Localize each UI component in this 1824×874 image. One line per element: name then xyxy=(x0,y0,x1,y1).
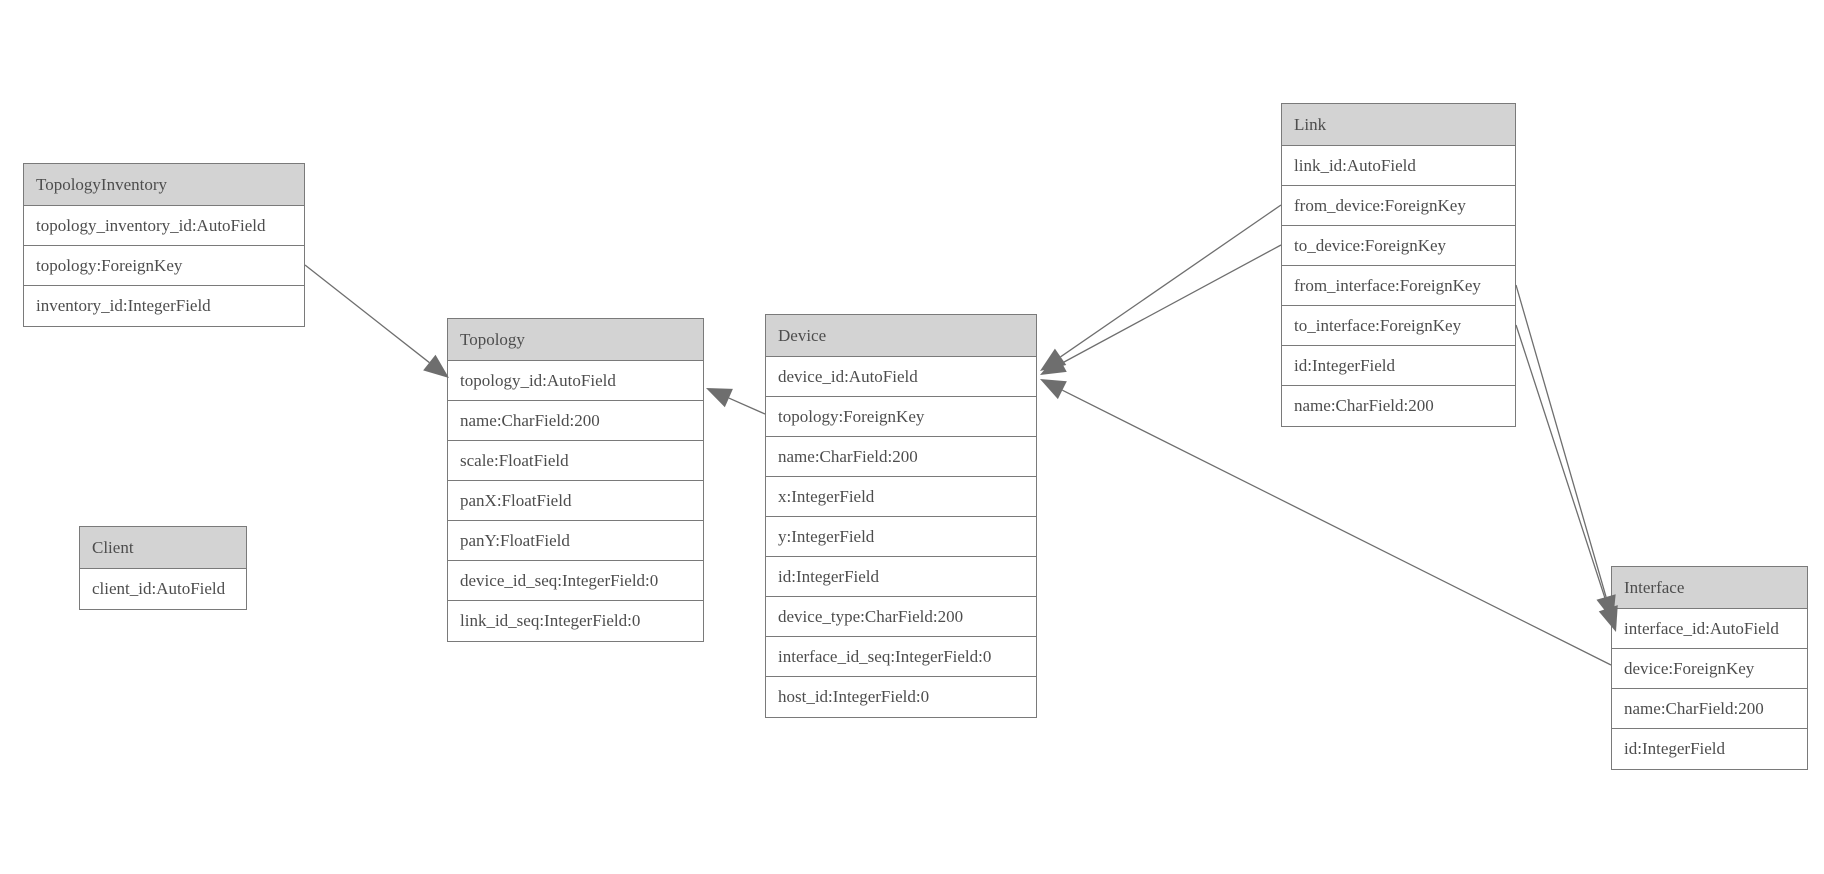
entity-client: Client client_id:AutoField xyxy=(79,526,247,610)
field-row: topology_id:AutoField xyxy=(448,361,703,401)
field-row: device_type:CharField:200 xyxy=(766,597,1036,637)
field-row: panY:FloatField xyxy=(448,521,703,561)
arrowhead-icon xyxy=(1040,354,1067,375)
field-row: link_id:AutoField xyxy=(1282,146,1515,186)
field-row: panX:FloatField xyxy=(448,481,703,521)
edge-link-from_interface-to-interface xyxy=(1515,284,1616,621)
field-row: name:CharField:200 xyxy=(1612,689,1807,729)
entity-topology-inventory: TopologyInventory topology_inventory_id:… xyxy=(23,163,305,327)
field-row: link_id_seq:IntegerField:0 xyxy=(460,611,641,630)
arrowhead-icon xyxy=(1040,379,1067,400)
field-row: x:IntegerField xyxy=(766,477,1036,517)
field-row: name:CharField:200 xyxy=(1294,396,1434,415)
entity-interface: Interface interface_id:AutoField device:… xyxy=(1611,566,1808,770)
field-row: device_id_seq:IntegerField:0 xyxy=(448,561,703,601)
field-row: device_id:AutoField xyxy=(766,357,1036,397)
edge-link-from_device-to-device xyxy=(1040,204,1282,371)
entity-title: Interface xyxy=(1612,567,1807,609)
entity-title: Device xyxy=(766,315,1036,357)
field-row: to_interface:ForeignKey xyxy=(1282,306,1515,346)
entity-title: TopologyInventory xyxy=(24,164,304,206)
field-row: interface_id_seq:IntegerField:0 xyxy=(766,637,1036,677)
edge-device-topology-to-topology xyxy=(706,388,766,415)
field-row: topology_inventory_id:AutoField xyxy=(24,206,304,246)
field-row: topology:ForeignKey xyxy=(766,397,1036,437)
field-row: to_device:ForeignKey xyxy=(1282,226,1515,266)
field-row: id:IntegerField xyxy=(1282,346,1515,386)
edge-topologyinventory-topology-to-topology xyxy=(304,264,449,378)
entity-device: Device device_id:AutoField topology:Fore… xyxy=(765,314,1037,718)
field-row: scale:FloatField xyxy=(448,441,703,481)
field-row: topology:ForeignKey xyxy=(24,246,304,286)
field-row: id:IntegerField xyxy=(1624,739,1726,758)
entity-title: Link xyxy=(1282,104,1515,146)
entity-title: Client xyxy=(80,527,246,569)
field-row: id:IntegerField xyxy=(766,557,1036,597)
entity-title: Topology xyxy=(448,319,703,361)
field-row: y:IntegerField xyxy=(766,517,1036,557)
field-row: interface_id:AutoField xyxy=(1612,609,1807,649)
field-row: from_device:ForeignKey xyxy=(1282,186,1515,226)
field-row: host_id:IntegerField:0 xyxy=(778,687,930,706)
entity-topology: Topology topology_id:AutoField name:Char… xyxy=(447,318,704,642)
arrowhead-icon xyxy=(423,354,449,378)
edge-link-to_interface-to-interface xyxy=(1515,324,1618,632)
edge-link-to_device-to-device xyxy=(1040,244,1282,375)
field-row: name:CharField:200 xyxy=(766,437,1036,477)
field-row: inventory_id:IntegerField xyxy=(36,296,211,315)
field-row: client_id:AutoField xyxy=(92,579,226,598)
field-row: device:ForeignKey xyxy=(1612,649,1807,689)
arrowhead-icon xyxy=(1040,348,1067,371)
arrowhead-icon xyxy=(706,388,733,408)
field-row: name:CharField:200 xyxy=(448,401,703,441)
field-row: from_interface:ForeignKey xyxy=(1282,266,1515,306)
entity-link: Link link_id:AutoField from_device:Forei… xyxy=(1281,103,1516,427)
